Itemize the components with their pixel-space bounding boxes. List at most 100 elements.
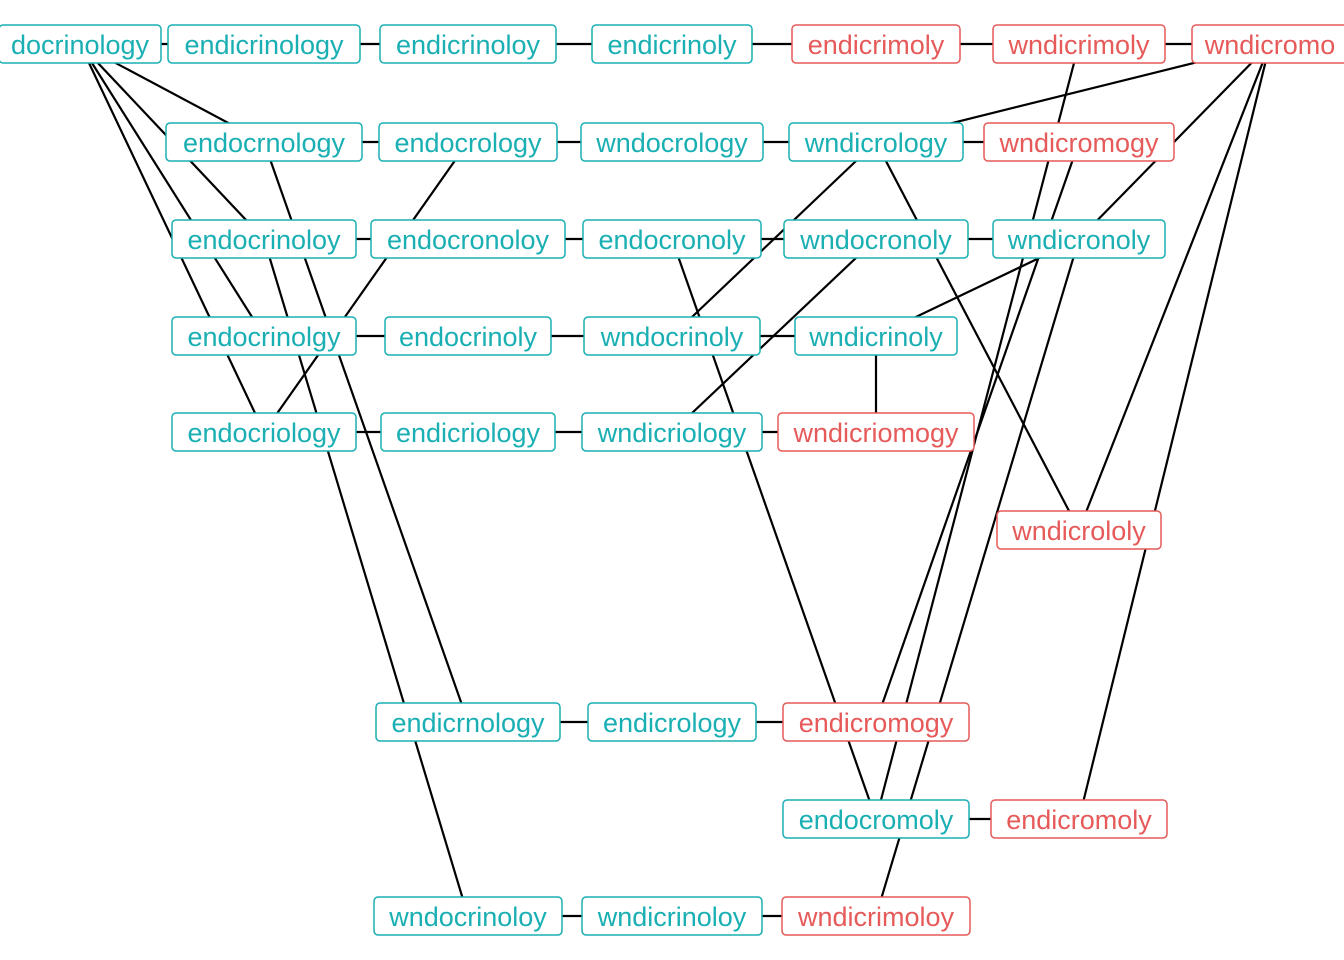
node-label: endocrinoloy	[187, 225, 341, 255]
node-n10: wndicrology	[788, 122, 964, 162]
node-box	[171, 316, 357, 356]
node-label: wndicrinoly	[808, 322, 943, 352]
node-layer: docrinology endicrinology endicrinoloy endi…	[0, 24, 1344, 936]
node-box	[378, 122, 558, 162]
node-label: endicrinology	[184, 30, 344, 60]
node-label: endocrinoly	[399, 322, 538, 352]
node-box	[581, 412, 763, 452]
node-box	[794, 316, 958, 356]
node-box	[379, 24, 557, 64]
node-label: endocronoly	[598, 225, 746, 255]
node-label: endicrinoly	[607, 30, 737, 60]
node-label: wndicromo	[1204, 30, 1336, 60]
node-box	[167, 24, 361, 64]
node-label: wndicrimoloy	[797, 902, 955, 932]
node-n13: endocronoloy	[370, 219, 566, 259]
node-box	[583, 316, 761, 356]
node-n31: wndocrinoloy	[373, 896, 563, 936]
node-box	[375, 702, 561, 742]
node-label: wndicrology	[804, 128, 948, 158]
node-n25: wndicrololy	[996, 510, 1162, 550]
node-box	[783, 219, 969, 259]
node-n28: endicromogy	[782, 702, 970, 742]
node-n21: endocriology	[171, 412, 357, 452]
node-label: endocronoloy	[387, 225, 550, 255]
node-n30: endicromoly	[990, 799, 1168, 839]
node-n8: endocrology	[378, 122, 558, 162]
edge-n23-n15	[671, 238, 877, 433]
node-box	[777, 412, 975, 452]
node-n7: endocrnology	[165, 122, 363, 162]
edge-n0-n17	[79, 43, 265, 337]
node-label: endicromoly	[1006, 805, 1152, 835]
node-n4: endicrimoly	[791, 24, 961, 64]
node-label: wndocrinoly	[600, 322, 744, 352]
node-label: endicrnology	[391, 708, 545, 738]
node-label: endocromoly	[799, 805, 954, 835]
node-n23: wndicriology	[581, 412, 763, 452]
node-box	[591, 24, 753, 64]
node-n6: wndicromo	[1191, 24, 1344, 64]
node-label: endicrology	[603, 708, 742, 738]
node-label: wndocrinoloy	[388, 902, 547, 932]
node-box	[781, 896, 971, 936]
node-box	[384, 316, 552, 356]
node-n17: endocrinolgy	[171, 316, 357, 356]
node-n0: docrinology	[0, 24, 162, 64]
node-box	[1191, 24, 1344, 64]
node-label: endocrinolgy	[187, 322, 341, 352]
node-box	[380, 412, 556, 452]
node-n16: wndicronoly	[992, 219, 1166, 259]
node-n18: endocrinoly	[384, 316, 552, 356]
node-label: wndicromogy	[998, 128, 1159, 158]
node-box	[370, 219, 566, 259]
node-label: wndicrimoly	[1007, 30, 1150, 60]
node-label: wndicrololy	[1011, 516, 1146, 546]
node-box	[582, 219, 762, 259]
node-label: endicromogy	[799, 708, 954, 738]
node-label: endicrinoloy	[396, 30, 541, 60]
node-n2: endicrinoloy	[379, 24, 557, 64]
node-box	[788, 122, 964, 162]
node-label: endocriology	[187, 418, 341, 448]
node-label: wndocrology	[595, 128, 748, 158]
node-label: wndicrinoloy	[597, 902, 747, 932]
node-n27: endicrology	[587, 702, 757, 742]
node-n15: wndocronoly	[783, 219, 969, 259]
node-box	[983, 122, 1175, 162]
node-n19: wndocrinoly	[583, 316, 761, 356]
edge-n19-n10	[671, 141, 877, 337]
node-box	[587, 702, 757, 742]
node-label: endocrnology	[183, 128, 346, 158]
edge-layer	[79, 42, 1272, 918]
node-n12: endocrinoloy	[171, 219, 357, 259]
node-box	[990, 799, 1168, 839]
node-n9: wndocrology	[580, 122, 764, 162]
node-n3: endicrinoly	[591, 24, 753, 64]
node-n11: wndicromogy	[983, 122, 1175, 162]
node-box	[171, 219, 357, 259]
edge-n6-n30	[1077, 43, 1272, 820]
node-box	[581, 896, 763, 936]
node-n29: endocromoly	[782, 799, 970, 839]
node-n14: endocronoly	[582, 219, 762, 259]
node-n32: wndicrinoloy	[581, 896, 763, 936]
node-label: wndicriology	[597, 418, 747, 448]
node-label: endicriology	[396, 418, 541, 448]
node-n5: wndicrimoly	[992, 24, 1166, 64]
node-label: wndicriomogy	[792, 418, 959, 448]
node-box	[171, 412, 357, 452]
node-label: wndocronoly	[799, 225, 952, 255]
node-box	[580, 122, 764, 162]
node-box	[165, 122, 363, 162]
node-box	[782, 799, 970, 839]
node-label: docrinology	[11, 30, 150, 60]
node-box	[791, 24, 961, 64]
node-n22: endicriology	[380, 412, 556, 452]
node-label: endicrimoly	[808, 30, 945, 60]
edge-n6-n25	[1077, 43, 1272, 531]
edge-n8-n21	[263, 141, 469, 433]
node-n20: wndicrinoly	[794, 316, 958, 356]
node-n24: wndicriomogy	[777, 412, 975, 452]
